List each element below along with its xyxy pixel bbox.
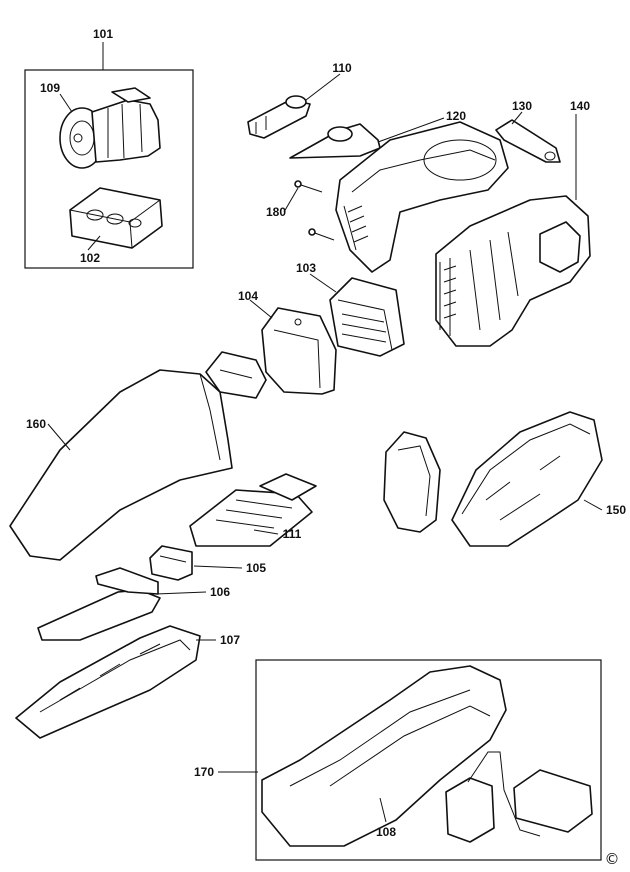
part-140-handle-housing	[435, 195, 591, 347]
part-109-fan-motor	[59, 87, 161, 169]
label-106: 106	[210, 585, 230, 599]
part-107-base	[15, 625, 201, 739]
part-105-small-filter	[149, 545, 193, 581]
leader-103	[309, 273, 337, 293]
part-170-adapter	[445, 751, 593, 843]
label-105: 105	[246, 561, 266, 575]
label-120: 120	[446, 109, 466, 123]
leader-150	[583, 499, 603, 511]
label-104: 104	[238, 289, 258, 303]
group-box-101	[24, 69, 194, 269]
label-180: 180	[266, 205, 286, 219]
part-102-battery-pack	[69, 187, 163, 249]
label-160: 160	[26, 417, 46, 431]
part-130-latch	[495, 119, 561, 163]
leader-106	[155, 591, 207, 595]
label-130: 130	[512, 99, 532, 113]
part-160-dust-bowl	[9, 369, 233, 561]
part-111-nozzle	[189, 473, 317, 547]
leader-105	[193, 565, 243, 569]
leader-102	[87, 235, 101, 251]
label-140: 140	[570, 99, 590, 113]
part-180-screws	[294, 180, 335, 241]
leader-111	[253, 529, 279, 535]
part-120-housing	[289, 121, 509, 273]
leader-130	[511, 111, 523, 125]
part-seal-ring	[205, 351, 267, 399]
label-103: 103	[296, 261, 316, 275]
label-102: 102	[80, 251, 100, 265]
label-111: 111	[283, 527, 302, 541]
part-110-switch	[247, 95, 311, 139]
part-150-charging-base	[383, 411, 603, 547]
copyright-mark: ©	[605, 850, 620, 868]
leader-160	[47, 423, 71, 451]
part-106-crevice-tool	[37, 567, 161, 641]
group-box-170	[255, 659, 602, 861]
leader-104	[249, 299, 273, 319]
leader-110	[305, 73, 341, 101]
label-150: 150	[606, 503, 626, 517]
leader-109	[59, 93, 73, 113]
part-103-filter-grille	[329, 277, 405, 357]
part-108-charger-station	[261, 665, 507, 847]
leader-120	[377, 117, 445, 143]
label-110: 110	[332, 61, 352, 75]
leader-180	[283, 187, 299, 213]
part-104-filter	[261, 307, 337, 395]
leader-108	[379, 797, 387, 823]
label-109: 109	[40, 81, 60, 95]
label-108: 108	[376, 825, 396, 839]
label-101: 101	[93, 27, 113, 41]
label-107: 107	[220, 633, 240, 647]
label-170: 170	[194, 765, 214, 779]
